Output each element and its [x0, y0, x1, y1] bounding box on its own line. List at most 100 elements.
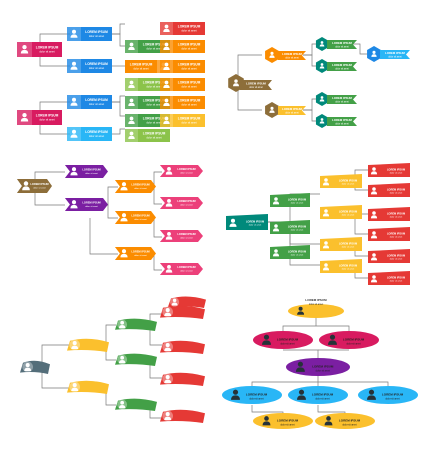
node-body: [173, 78, 205, 91]
node-subtitle: dolor sit amet: [33, 186, 46, 189]
slant-icon-box: [270, 195, 282, 207]
person-icon: [24, 363, 32, 372]
person-icon: [128, 42, 135, 51]
person-icon: [272, 197, 280, 205]
person-icon: [269, 51, 275, 58]
person-icon: [322, 241, 330, 249]
hex-node: [315, 92, 329, 106]
hex-node: [228, 74, 244, 92]
node-subtitle: dolor sit amet: [388, 56, 402, 59]
node-title: LOREM IPSUM: [177, 167, 195, 171]
node-subtitle: dolor sit amet: [249, 397, 264, 400]
slant-icon-box: [320, 239, 332, 251]
brush-body: [115, 398, 157, 411]
slant-icon-box: [320, 207, 332, 219]
person-icon: [71, 341, 79, 350]
person-icon: [163, 24, 170, 33]
hex-node: [315, 114, 329, 128]
person-icon: [70, 167, 78, 176]
connector-line: [352, 43, 370, 55]
connector-line: [237, 54, 262, 82]
brush-tree-diagram: [20, 296, 206, 423]
brush-node: [67, 380, 109, 394]
person-icon: [165, 166, 173, 175]
node-title: LOREM IPSUM: [312, 365, 334, 369]
connector-line: [41, 368, 70, 389]
connector-line: [41, 344, 70, 368]
person-icon: [370, 231, 378, 239]
person-icon: [118, 320, 126, 329]
node-subtitle: dolor sit amet: [390, 258, 403, 261]
person-icon: [70, 200, 78, 209]
ribbon-body: [327, 62, 357, 71]
node-title: LOREM IPSUM: [246, 219, 264, 223]
person-icon: [367, 389, 376, 400]
person-icon: [297, 389, 306, 400]
person-icon: [328, 334, 337, 345]
person-icon: [70, 129, 78, 138]
person-icon: [233, 79, 239, 87]
node-title: LOREM IPSUM: [178, 98, 201, 102]
brush-node: [160, 372, 205, 386]
node-subtitle: dolor sit amet: [180, 236, 193, 239]
node-subtitle: dolor sit amet: [316, 369, 331, 372]
node-subtitle: dolor sit amet: [335, 101, 349, 104]
node-subtitle: dolor sit amet: [133, 67, 149, 71]
node-title: LOREM IPSUM: [339, 178, 357, 182]
person-icon: [370, 187, 378, 195]
node-icon-box: [125, 40, 138, 53]
brush-node: [115, 353, 157, 366]
node-title: LOREM IPSUM: [177, 199, 195, 203]
person-icon: [164, 412, 172, 421]
person-icon: [272, 249, 280, 257]
person-icon: [163, 62, 170, 71]
node-title: LOREM IPSUM: [143, 98, 166, 102]
ribbon-body: [327, 95, 357, 104]
node-body: [32, 110, 62, 125]
node-title: LOREM IPSUM: [82, 200, 100, 204]
brush-body: [160, 372, 205, 386]
node-subtitle: dolor sit amet: [180, 171, 193, 174]
node-title: LOREM IPSUM: [85, 130, 108, 134]
node-subtitle: dolor sit amet: [146, 85, 162, 89]
node-title: LOREM IPSUM: [178, 24, 201, 28]
node-subtitle: dolor sit amet: [85, 205, 98, 208]
node-title: LOREM IPSUM: [339, 209, 357, 213]
brush-body: [115, 318, 157, 331]
node-subtitle: dolor sit amet: [280, 423, 295, 426]
slant-icon-box: [320, 176, 332, 188]
brush-node: [160, 409, 205, 423]
node-title: LOREM IPSUM: [332, 96, 352, 100]
node-body: [173, 22, 205, 35]
person-icon: [371, 50, 377, 57]
brush-body: [160, 305, 205, 319]
person-icon: [163, 80, 170, 89]
person-icon: [164, 375, 172, 384]
slant-icon-box: [226, 216, 240, 230]
node-title: LOREM IPSUM: [85, 30, 108, 34]
node-title: LOREM IPSUM: [277, 419, 299, 423]
node-subtitle: dolor sit amet: [181, 121, 197, 125]
person-icon: [297, 306, 305, 315]
connector-line: [251, 376, 319, 388]
node-title: LOREM IPSUM: [382, 393, 404, 397]
node-title: LOREM IPSUM: [282, 107, 302, 111]
node-icon-box: [125, 96, 138, 109]
node-title: LOREM IPSUM: [131, 213, 149, 217]
node-subtitle: dolor sit amet: [134, 254, 147, 257]
